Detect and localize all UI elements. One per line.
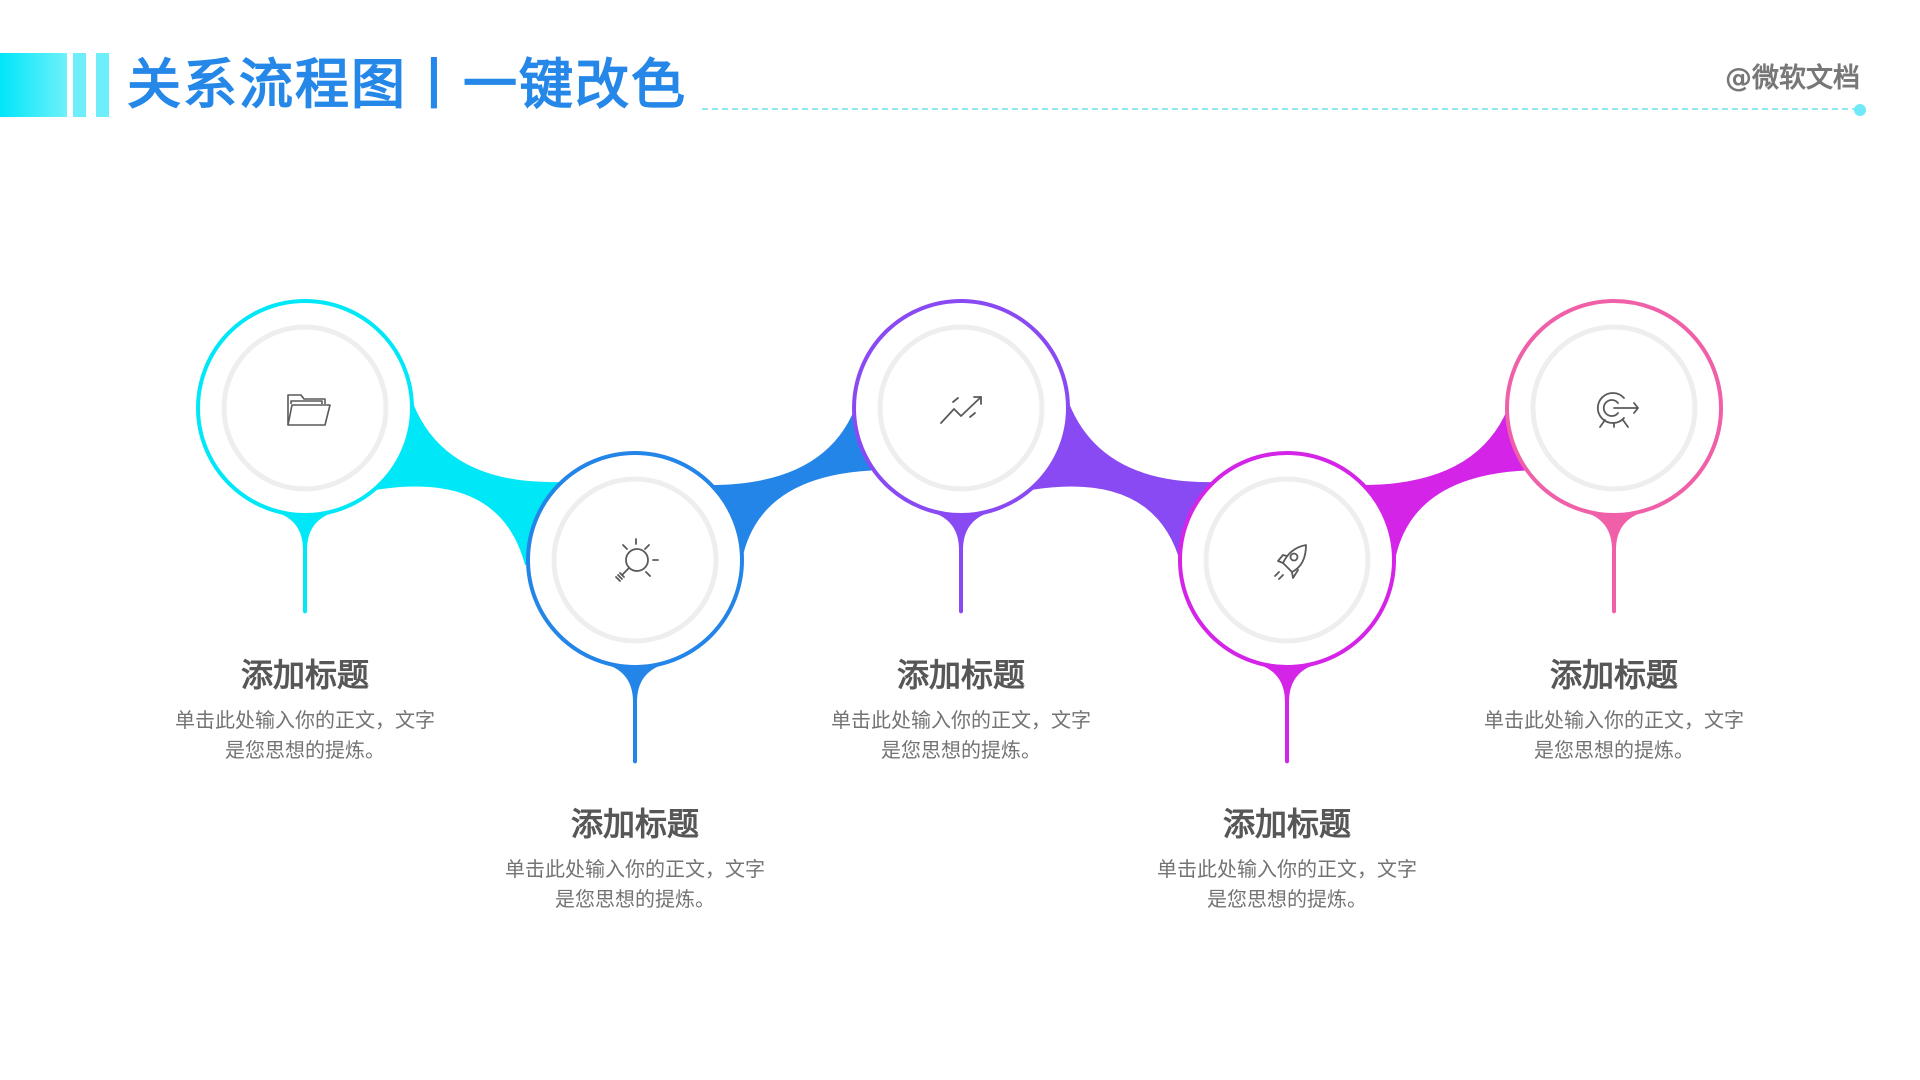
step-1-text[interactable]: 添加标题 单击此处输入你的正文，文字 是您思想的提炼。 [145,655,465,765]
step-description[interactable]: 单击此处输入你的正文，文字 是您思想的提炼。 [145,705,465,765]
rocket-icon [1274,544,1307,580]
connector-1-2 [375,395,570,565]
step-title[interactable]: 添加标题 [1222,805,1351,843]
step-title[interactable]: 添加标题 [240,656,369,694]
step-desc-line: 单击此处输入你的正文，文字 [831,708,1091,732]
step-description[interactable]: 单击此处输入你的正文，文字 是您思想的提炼。 [801,705,1121,765]
stem-2 [605,664,665,764]
connector-2-3 [700,400,890,560]
trending-up-icon [940,396,982,424]
step-desc-line: 是您思想的提炼。 [555,887,715,911]
step-3-text[interactable]: 添加标题 单击此处输入你的正文，文字 是您思想的提炼。 [801,655,1121,765]
step-description[interactable]: 单击此处输入你的正文，文字 是您思想的提炼。 [475,854,795,914]
step-5-text[interactable]: 添加标题 单击此处输入你的正文，文字 是您思想的提炼。 [1454,655,1774,765]
stem-4 [1257,664,1317,764]
page-title: 关系流程图丨一键改色 [127,53,687,116]
header-accent-bar [96,53,109,117]
step-4-text[interactable]: 添加标题 单击此处输入你的正文，文字 是您思想的提炼。 [1127,804,1447,914]
step-circle-4 [1178,451,1396,669]
step-description[interactable]: 单击此处输入你的正文，文字 是您思想的提炼。 [1127,854,1447,914]
header-gradient-block [0,53,67,117]
step-circle-3 [852,299,1070,517]
step-desc-line: 是您思想的提炼。 [1207,887,1367,911]
step-desc-line: 是您思想的提炼。 [881,738,1041,762]
step-title[interactable]: 添加标题 [1549,656,1678,694]
step-circle-2 [526,451,744,669]
step-desc-line: 单击此处输入你的正文，文字 [175,708,435,732]
stem-5 [1584,512,1644,614]
target-icon [1597,392,1640,428]
header-divider-dot [1854,104,1866,116]
header-accent-bar [73,53,86,117]
stem-3 [931,512,991,614]
step-desc-line: 单击此处输入你的正文，文字 [505,857,765,881]
step-desc-line: 单击此处输入你的正文，文字 [1484,708,1744,732]
folder-open-icon [287,394,331,426]
step-title[interactable]: 添加标题 [570,805,699,843]
connector-3-4 [1031,395,1226,565]
step-2-text[interactable]: 添加标题 单击此处输入你的正文，文字 是您思想的提炼。 [475,804,795,914]
step-desc-line: 是您思想的提炼。 [225,738,385,762]
step-desc-line: 单击此处输入你的正文，文字 [1157,857,1417,881]
step-circle-1 [196,299,414,517]
step-desc-line: 是您思想的提炼。 [1534,738,1694,762]
step-description[interactable]: 单击此处输入你的正文，文字 是您思想的提炼。 [1454,705,1774,765]
header-divider-line [702,108,1858,110]
lightbulb-icon [615,538,659,582]
step-title[interactable]: 添加标题 [896,656,1025,694]
stem-1 [275,512,335,614]
connector-4-5 [1352,400,1543,560]
brand-label: @微软文档 [1725,63,1860,94]
